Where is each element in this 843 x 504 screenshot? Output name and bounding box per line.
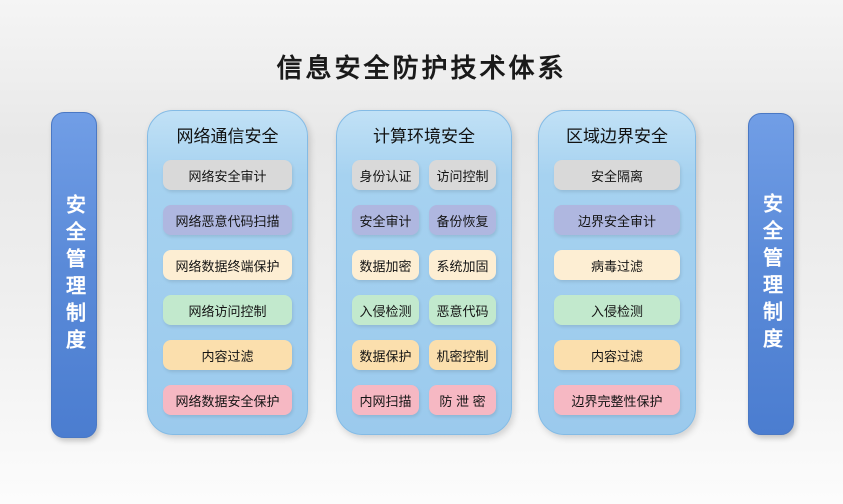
panel-header: 计算环境安全 <box>373 127 475 146</box>
security-item: 机密控制 <box>429 340 496 370</box>
item-row: 身份认证访问控制 <box>352 160 496 190</box>
security-item: 数据保护 <box>352 340 419 370</box>
item-row: 安全审计备份恢复 <box>352 205 496 235</box>
security-item: 系统加固 <box>429 250 496 280</box>
security-item: 安全审计 <box>352 205 419 235</box>
security-item: 访问控制 <box>429 160 496 190</box>
item-row: 入侵检测恶意代码 <box>352 295 496 325</box>
security-management-bar-left: 安全管理制度 <box>51 112 97 438</box>
panel-regional-boundary-security: 区域边界安全 安全隔离边界安全审计病毒过滤入侵检测内容过滤边界完整性保护 <box>538 110 696 435</box>
item-row: 数据加密系统加固 <box>352 250 496 280</box>
security-item: 网络安全审计 <box>163 160 292 190</box>
security-item: 备份恢复 <box>429 205 496 235</box>
security-item: 入侵检测 <box>554 295 680 325</box>
security-item: 防 泄 密 <box>429 385 496 415</box>
security-item: 内网扫描 <box>352 385 419 415</box>
item-row: 数据保护机密控制 <box>352 340 496 370</box>
item-row: 内网扫描防 泄 密 <box>352 385 496 415</box>
security-item: 网络数据安全保护 <box>163 385 292 415</box>
security-item: 入侵检测 <box>352 295 419 325</box>
security-item: 边界完整性保护 <box>554 385 680 415</box>
security-management-bar-right: 安全管理制度 <box>748 113 794 435</box>
security-item: 病毒过滤 <box>554 250 680 280</box>
panel-computing-environment-security: 计算环境安全 身份认证访问控制安全审计备份恢复数据加密系统加固入侵检测恶意代码数… <box>336 110 512 435</box>
security-item: 内容过滤 <box>163 340 292 370</box>
vertical-bar-label: 安全管理制度 <box>759 193 782 355</box>
page-title: 信息安全防护技术体系 <box>276 53 567 84</box>
vertical-bar-label: 安全管理制度 <box>62 194 85 356</box>
security-item: 身份认证 <box>352 160 419 190</box>
security-item: 内容过滤 <box>554 340 680 370</box>
security-item: 数据加密 <box>352 250 419 280</box>
security-item: 网络恶意代码扫描 <box>163 205 292 235</box>
panel-items: 身份认证访问控制安全审计备份恢复数据加密系统加固入侵检测恶意代码数据保护机密控制… <box>352 160 496 415</box>
panel-header: 区域边界安全 <box>566 127 668 146</box>
security-item: 恶意代码 <box>429 295 496 325</box>
security-item: 安全隔离 <box>554 160 680 190</box>
panel-items: 网络安全审计网络恶意代码扫描网络数据终端保护网络访问控制内容过滤网络数据安全保护 <box>163 160 292 415</box>
panel-network-communication-security: 网络通信安全 网络安全审计网络恶意代码扫描网络数据终端保护网络访问控制内容过滤网… <box>147 110 308 435</box>
panel-header: 网络通信安全 <box>176 127 279 146</box>
panel-items: 安全隔离边界安全审计病毒过滤入侵检测内容过滤边界完整性保护 <box>554 160 680 415</box>
security-item: 网络数据终端保护 <box>163 250 292 280</box>
security-item: 边界安全审计 <box>554 205 680 235</box>
security-item: 网络访问控制 <box>163 295 292 325</box>
